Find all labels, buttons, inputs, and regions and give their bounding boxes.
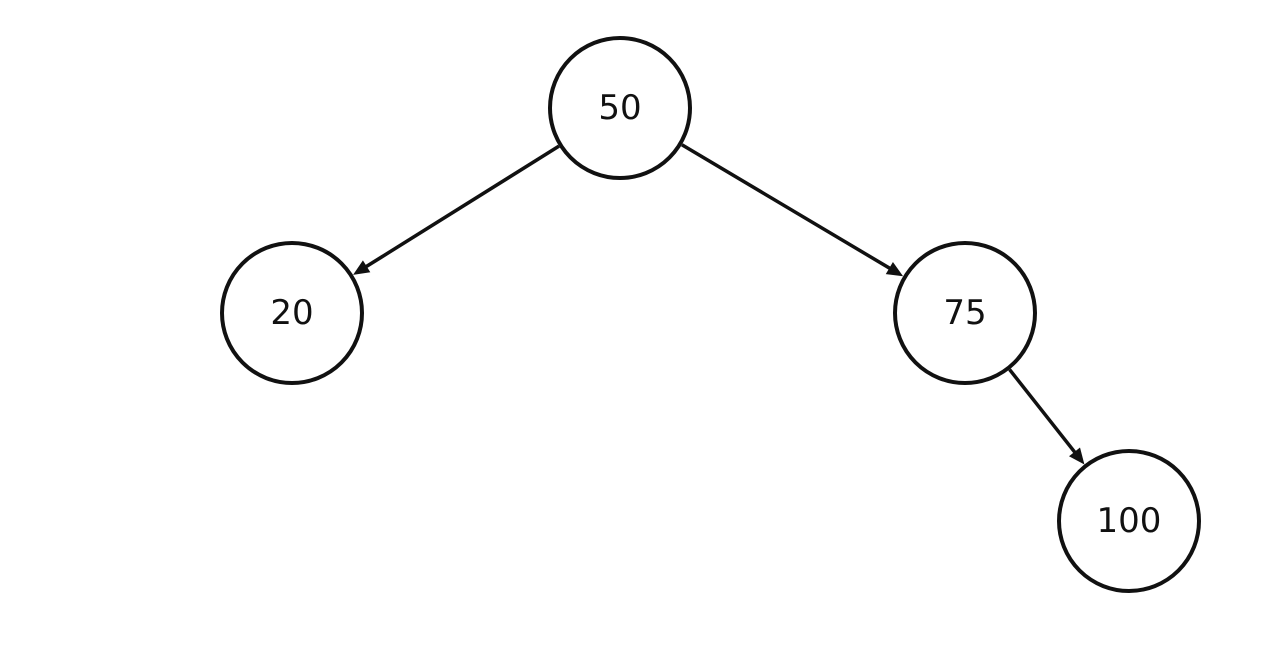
node-circle bbox=[1057, 449, 1201, 593]
tree-node-75: 75 bbox=[893, 241, 1037, 385]
node-label: 75 bbox=[943, 293, 986, 333]
tree-edges bbox=[353, 143, 1085, 465]
edge-line bbox=[364, 144, 560, 269]
arrowhead-icon bbox=[353, 260, 371, 275]
edge-50-to-75 bbox=[681, 143, 904, 277]
tree-node-100: 100 bbox=[1057, 449, 1201, 593]
node-circle bbox=[893, 241, 1037, 385]
edge-line bbox=[1008, 368, 1078, 455]
arrowhead-icon bbox=[885, 262, 904, 277]
tree-node-20: 20 bbox=[220, 241, 364, 385]
node-circle bbox=[548, 36, 692, 180]
arrowhead-icon bbox=[1069, 447, 1085, 465]
tree-node-50: 50 bbox=[548, 36, 692, 180]
node-label: 100 bbox=[1097, 501, 1162, 541]
node-circle bbox=[220, 241, 364, 385]
node-label: 20 bbox=[270, 293, 313, 333]
edge-50-to-20 bbox=[353, 144, 560, 275]
edge-75-to-100 bbox=[1008, 368, 1085, 465]
node-label: 50 bbox=[598, 88, 641, 128]
tree-nodes: 50 20 75 100 bbox=[220, 36, 1201, 593]
edge-line bbox=[681, 143, 892, 271]
